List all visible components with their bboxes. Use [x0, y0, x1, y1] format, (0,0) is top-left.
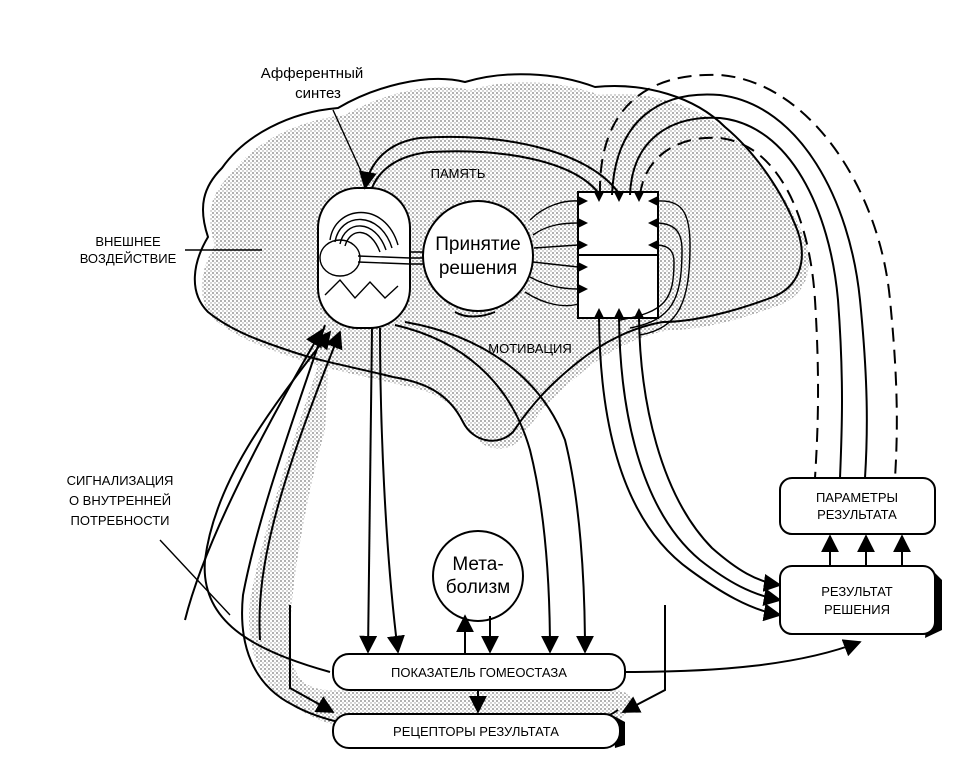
label-result-2: РЕШЕНИЯ — [824, 602, 890, 617]
capsule-to-homeostasis-3 — [394, 324, 559, 654]
label-decision-1: Принятие — [435, 234, 521, 255]
acceptor-to-result-1 — [598, 317, 782, 622]
decision-to-acceptor-lines — [524, 200, 579, 307]
label-receptors: РЕЦЕПТОРЫ РЕЗУЛЬТАТА — [393, 724, 559, 739]
capsule-to-homeostasis-1 — [359, 327, 378, 654]
signal-arrow-3 — [184, 328, 323, 621]
brain-outline — [193, 73, 803, 442]
label-signal-1: СИГНАЛИЗАЦИЯ — [67, 473, 174, 488]
acceptor-right-loops — [619, 200, 691, 336]
receptors-box — [332, 713, 621, 749]
result-params-box — [779, 477, 936, 535]
capsule-to-decision — [410, 251, 423, 265]
label-params-1: ПАРАМЕТРЫ — [816, 490, 898, 505]
afferent-leader — [332, 109, 366, 181]
acceptor-to-result-3 — [638, 317, 782, 592]
arc-params-solid-2 — [629, 116, 843, 479]
capsule-to-homeostasis-4 — [404, 321, 594, 654]
label-external-2: ВОЗДЕЙСТВИЕ — [80, 251, 177, 266]
body-shadow — [249, 330, 633, 739]
label-external-1: ВНЕШНЕЕ — [95, 234, 161, 249]
arc-params-dashed-2 — [639, 136, 820, 479]
left-to-receptors — [289, 605, 335, 713]
label-memory: ПАМЯТЬ — [431, 166, 486, 181]
label-decision-2: решения — [439, 258, 517, 279]
label-signal-3: ПОТРЕБНОСТИ — [70, 513, 169, 528]
label-signal-2: О ВНУТРЕННЕЙ — [69, 493, 171, 508]
label-metabolism-1: Мета- — [452, 554, 503, 575]
label-result-1: РЕЗУЛЬТАТ — [821, 584, 893, 599]
label-params-2: РЕЗУЛЬТАТА — [817, 507, 897, 522]
signal-leader — [159, 539, 231, 616]
label-metabolism-2: болизм — [446, 577, 511, 598]
afferent-inner-ellipse — [319, 239, 361, 277]
label-afferent-2: синтез — [295, 85, 341, 102]
decision-loop-arrow — [454, 311, 496, 318]
acceptor-to-result-2 — [618, 317, 782, 607]
right-to-receptors — [621, 605, 666, 713]
capsule-to-homeostasis-2 — [379, 327, 405, 654]
label-afferent-1: Афферентный — [261, 65, 363, 82]
memory-arc-2 — [371, 150, 601, 196]
arc-params-solid-1 — [611, 93, 868, 479]
metabolism-circle — [432, 530, 524, 622]
homeostasis-to-result — [624, 639, 862, 673]
afferent-inner-loops — [324, 211, 411, 300]
label-motivation: МОТИВАЦИЯ — [488, 341, 571, 356]
signal-arrow-2 — [258, 330, 343, 641]
acceptor-triangles — [578, 192, 658, 318]
decision-circle — [422, 200, 534, 312]
label-homeostasis: ПОКАЗАТЕЛЬ ГОМЕОСТАЗА — [391, 665, 567, 680]
result-decision-box — [779, 565, 936, 635]
memory-arc — [358, 135, 621, 196]
